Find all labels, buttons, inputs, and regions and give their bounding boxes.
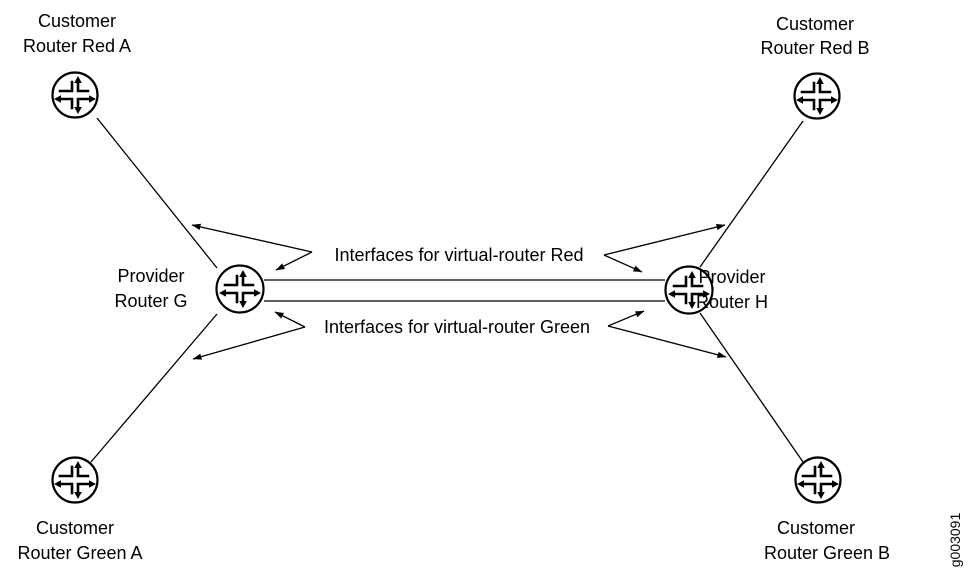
link-red-b-to-h: [699, 120, 804, 268]
links: [90, 117, 804, 463]
arrow-green-to-h: [607, 310, 645, 327]
arrow-red-to-link-red-b: [603, 224, 726, 256]
callout-arrows-red: [191, 223, 726, 273]
label-red-b-line1: Customer: [776, 14, 854, 34]
link-green-b-to-h: [699, 312, 804, 463]
label-h-line2: Router H: [696, 292, 768, 312]
label-red-b-line2: Router Red B: [760, 38, 869, 58]
router-green-a-icon: [51, 456, 99, 504]
router-h-icon: [664, 265, 714, 315]
link-red-a-to-g: [96, 117, 218, 269]
callout-green-label: Interfaces for virtual-router Green: [324, 317, 590, 337]
label-red-a-line2: Router Red A: [23, 36, 131, 56]
router-red-b-icon: [793, 72, 841, 120]
label-red-a-line1: Customer: [38, 11, 116, 31]
router-green-b-icon: [794, 456, 842, 504]
router-g-icon: [215, 264, 265, 314]
figure-id: g003091: [947, 513, 963, 568]
label-green-b-line1: Customer: [777, 518, 855, 538]
arrow-red-to-h: [603, 254, 643, 273]
arrow-green-to-link-green-a: [192, 326, 306, 360]
callout-arrows-green: [192, 310, 727, 360]
router-red-a-icon: [51, 71, 99, 119]
arrow-green-to-g: [274, 311, 306, 328]
arrow-red-to-g: [275, 251, 313, 271]
arrow-green-to-link-green-b: [607, 325, 727, 358]
callout-red-label: Interfaces for virtual-router Red: [334, 245, 583, 265]
label-g-line1: Provider: [117, 266, 184, 286]
arrow-red-to-link-red-a: [191, 223, 313, 253]
label-green-b-line2: Router Green B: [764, 543, 890, 563]
label-green-a-line2: Router Green A: [17, 543, 142, 563]
label-h-line1: Provider: [698, 267, 765, 287]
label-g-line2: Router G: [114, 291, 187, 311]
link-green-a-to-g: [90, 313, 218, 463]
label-green-a-line1: Customer: [36, 518, 114, 538]
